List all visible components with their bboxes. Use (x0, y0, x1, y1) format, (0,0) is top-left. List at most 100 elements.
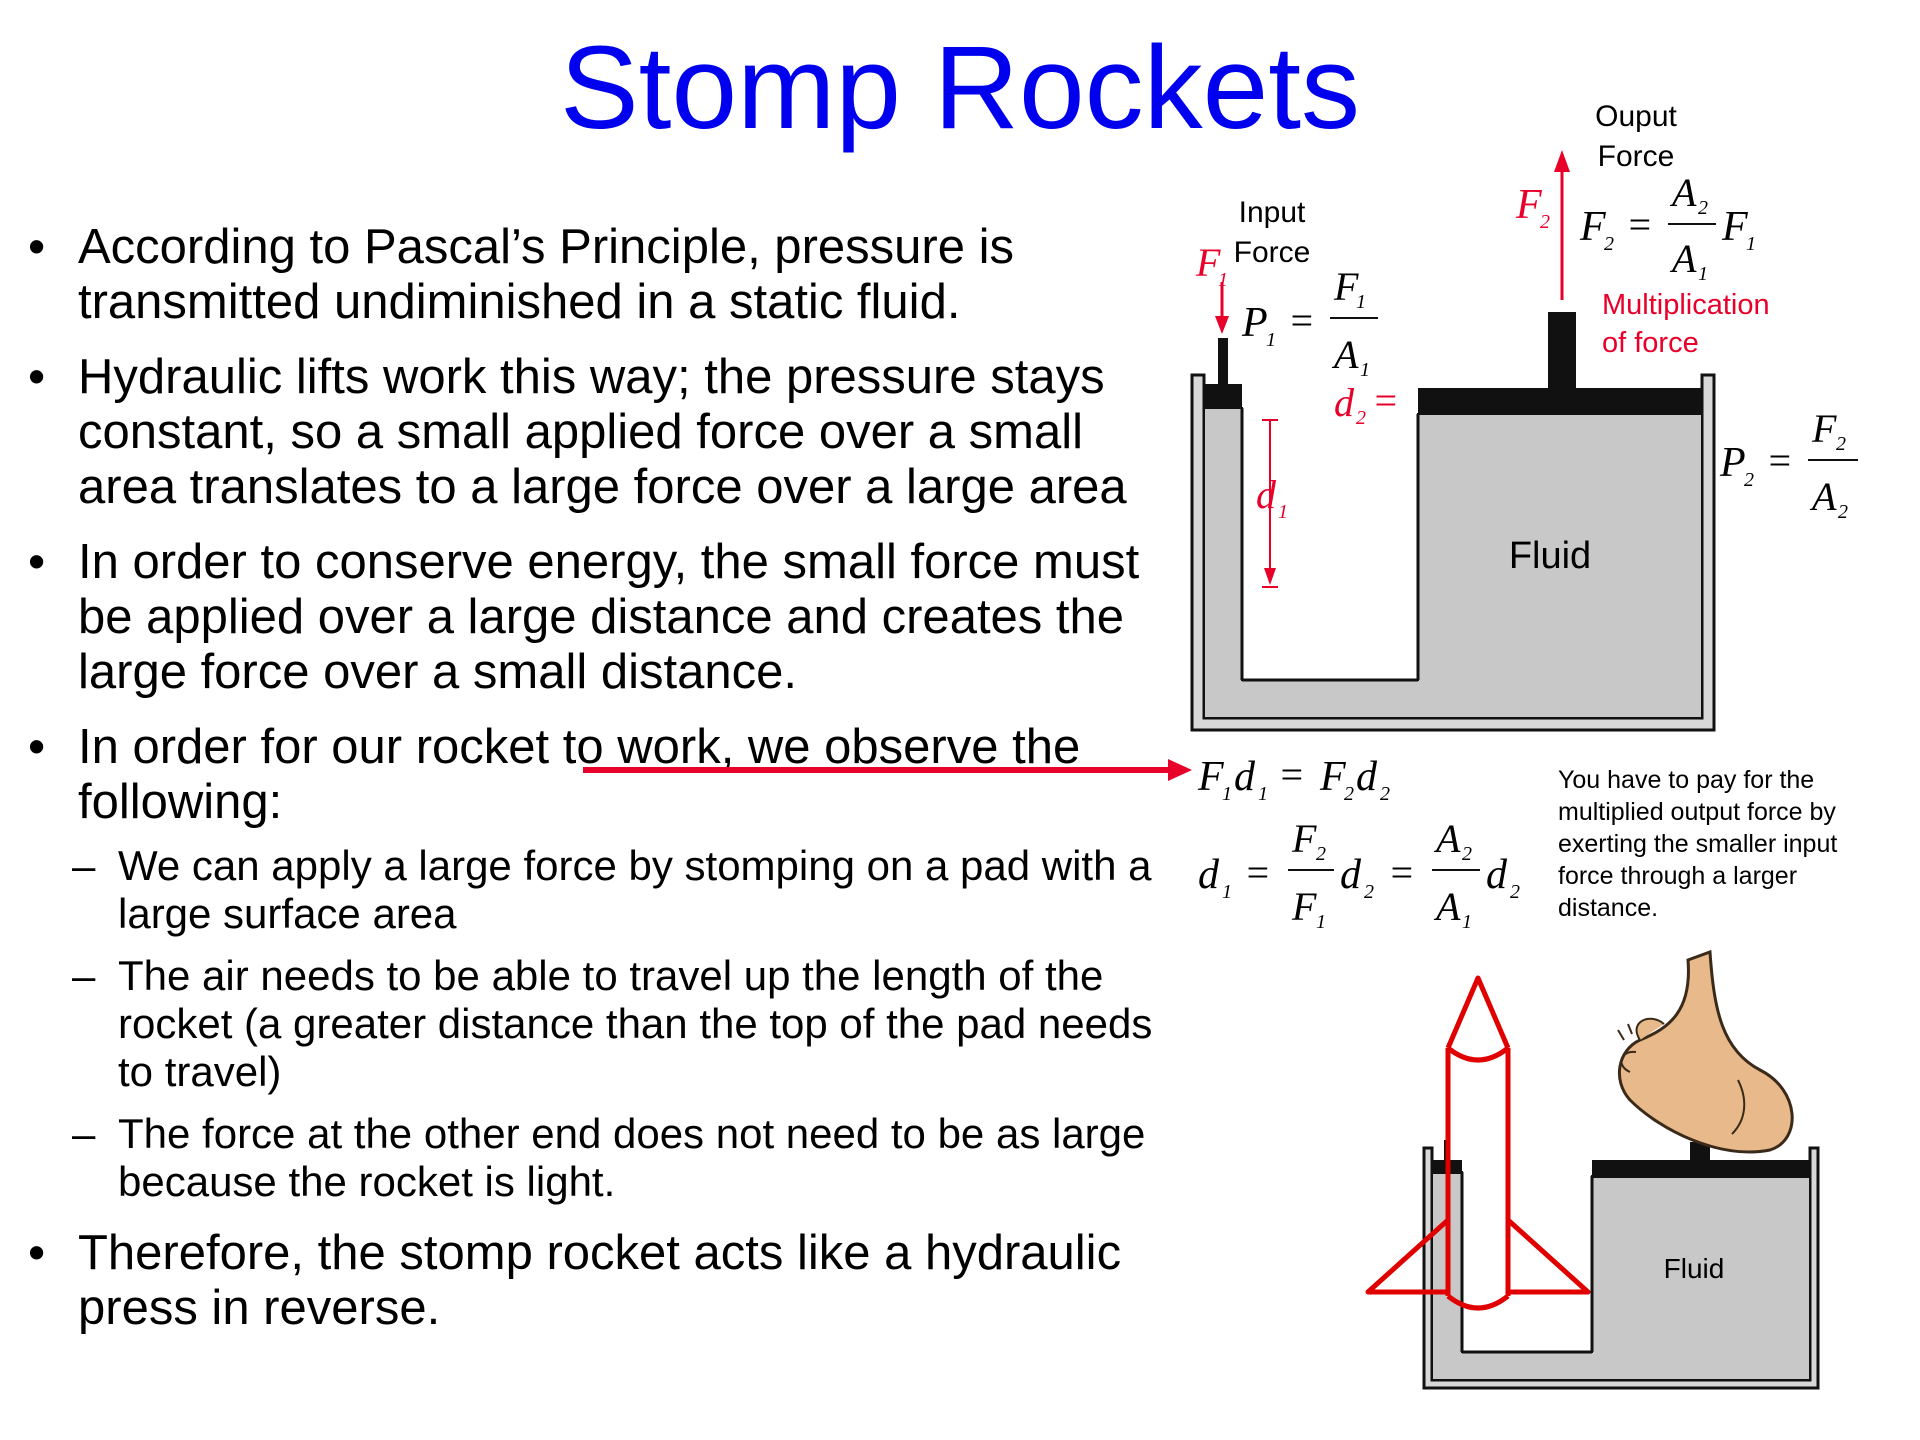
output-rod (1548, 312, 1576, 388)
bullet-list: According to Pascal’s Principle, pressur… (22, 220, 1172, 1356)
bullet-conserve-energy: In order to conserve energy, the small f… (22, 535, 1172, 700)
f1-label: F 1 (1195, 240, 1228, 291)
multiplication-label: Multiplication of force (1602, 289, 1770, 359)
bullet-hydraulic-lifts: Hydraulic lifts work this way; the press… (22, 350, 1172, 515)
svg-text:1: 1 (1222, 881, 1232, 903)
input-piston (1204, 384, 1242, 408)
svg-text:1: 1 (1316, 911, 1326, 933)
svg-text:F: F (1197, 754, 1224, 800)
svg-text:You have to pay for the: You have to pay for the (1558, 766, 1814, 794)
svg-text:A: A (1331, 332, 1359, 377)
foot-illustration (1617, 949, 1794, 1154)
svg-text:2: 2 (1540, 211, 1550, 233)
svg-text:A: A (1433, 884, 1461, 929)
svg-text:d: d (1356, 754, 1378, 800)
svg-text:2: 2 (1316, 843, 1326, 865)
svg-text:1: 1 (1218, 269, 1228, 291)
svg-text:1: 1 (1278, 501, 1288, 523)
svg-text:Multiplication: Multiplication (1602, 289, 1770, 321)
f2-label: F 2 (1515, 182, 1550, 233)
svg-text:2: 2 (1744, 469, 1754, 491)
svg-text:=: = (1244, 850, 1271, 895)
sub-bullet-text: The air needs to be able to travel up th… (118, 952, 1153, 1095)
rocket-outline (1365, 975, 1591, 1311)
svg-text:=: = (1278, 752, 1305, 797)
svg-text:d: d (1340, 852, 1362, 898)
svg-text:1: 1 (1222, 783, 1232, 805)
svg-text:A: A (1669, 170, 1697, 215)
svg-text:F: F (1515, 182, 1542, 228)
svg-text:2: 2 (1604, 233, 1614, 255)
fluid-label: Fluid (1509, 535, 1591, 577)
stomp-press: Fluid (1422, 1140, 1820, 1390)
svg-text:=: = (1388, 850, 1415, 895)
bullet-text: In order to conserve energy, the small f… (78, 535, 1140, 699)
svg-text:d: d (1334, 380, 1355, 425)
d1-label: d 1 (1256, 472, 1288, 523)
svg-text:A: A (1433, 816, 1461, 861)
svg-text:d: d (1234, 754, 1256, 800)
bullet-text: In order for our rocket to work, we obse… (78, 720, 1081, 829)
svg-text:2: 2 (1356, 407, 1366, 429)
svg-text:1: 1 (1698, 263, 1708, 285)
stomp-fluid (1431, 1171, 1811, 1381)
p2-equation: P 2 = F 2 A 2 (1719, 406, 1858, 523)
output-force-label: Ouput Force (1595, 100, 1677, 173)
svg-text:Force: Force (1598, 140, 1675, 173)
svg-text:=: = (1372, 378, 1399, 423)
svg-text:2: 2 (1344, 783, 1354, 805)
fluid-label-small: Fluid (1664, 1253, 1725, 1284)
input-force-label: Input Force (1234, 196, 1311, 269)
svg-text:F: F (1811, 406, 1837, 451)
svg-text:2: 2 (1836, 433, 1846, 455)
svg-text:=: = (1626, 202, 1653, 247)
input-rod (1218, 338, 1228, 384)
svg-text:distance.: distance. (1558, 894, 1658, 922)
work-equation: F 1 d 1 = F 2 d 2 (1197, 752, 1390, 805)
stomp-pad-knob (1690, 1142, 1710, 1160)
press-fluid (1203, 407, 1703, 719)
sub-bullet-text: The force at the other end does not need… (118, 1110, 1146, 1205)
svg-text:1: 1 (1356, 291, 1366, 313)
svg-text:2: 2 (1838, 501, 1848, 523)
svg-text:=: = (1766, 438, 1793, 483)
svg-text:F: F (1319, 754, 1346, 800)
svg-text:1: 1 (1462, 911, 1472, 933)
bullet-therefore: Therefore, the stomp rocket acts like a … (22, 1226, 1172, 1336)
svg-text:1: 1 (1360, 359, 1370, 381)
svg-text:A: A (1809, 474, 1837, 519)
pay-caption: You have to pay for the multiplied outpu… (1558, 766, 1837, 922)
bullet-text: Hydraulic lifts work this way; the press… (78, 350, 1127, 514)
svg-text:d: d (1198, 852, 1220, 898)
output-force-arrow (1554, 150, 1570, 300)
sub-bullet-air-travel: The air needs to be able to travel up th… (22, 952, 1172, 1096)
svg-text:force through a larger: force through a larger (1558, 862, 1797, 890)
svg-text:2: 2 (1698, 197, 1708, 219)
svg-text:exerting the smaller input: exerting the smaller input (1558, 830, 1837, 858)
svg-text:2: 2 (1462, 843, 1472, 865)
svg-text:F: F (1579, 204, 1606, 250)
svg-text:F: F (1721, 204, 1748, 250)
svg-text:2: 2 (1380, 783, 1390, 805)
bullet-text: According to Pascal’s Principle, pressur… (78, 220, 1014, 329)
svg-text:Ouput: Ouput (1595, 100, 1677, 133)
svg-text:d: d (1256, 472, 1277, 517)
svg-text:of force: of force (1602, 327, 1699, 359)
svg-text:P: P (1719, 440, 1746, 486)
stomp-pad (1592, 1160, 1810, 1178)
svg-text:d: d (1486, 852, 1508, 898)
svg-text:1: 1 (1258, 783, 1268, 805)
svg-text:F: F (1291, 816, 1317, 861)
f2-equation: F 2 = A 2 A 1 F 1 (1579, 170, 1756, 285)
svg-text:multiplied output force by: multiplied output force by (1558, 798, 1836, 826)
svg-text:F: F (1195, 240, 1221, 285)
page-title: Stomp Rockets (559, 22, 1361, 154)
svg-text:Input: Input (1239, 196, 1306, 229)
svg-text:2: 2 (1364, 881, 1374, 903)
svg-text:1: 1 (1266, 329, 1276, 351)
svg-text:1: 1 (1746, 233, 1756, 255)
output-piston (1418, 388, 1702, 414)
sub-bullet-text: We can apply a large force by stomping o… (118, 842, 1152, 937)
bullet-rocket-work: In order for our rocket to work, we obse… (22, 720, 1172, 1206)
